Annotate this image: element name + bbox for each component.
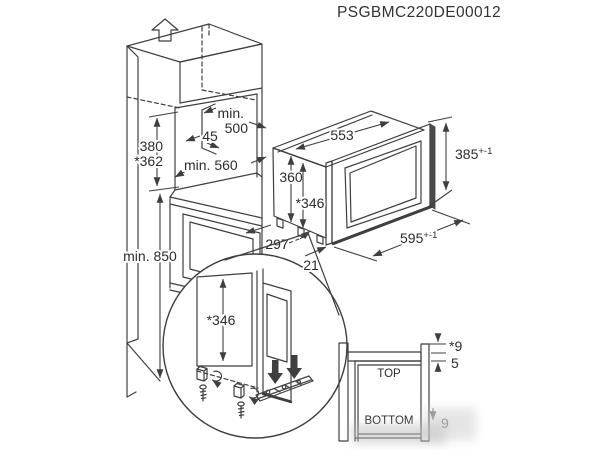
- dim-niche-height: 380: [140, 138, 164, 154]
- detail-leader-lines: [224, 230, 340, 316]
- section-appliance-body: [354, 360, 422, 442]
- dim-body-width: 553: [330, 127, 354, 143]
- press-down-arrow-icon: [267, 360, 283, 384]
- screw-left-icon: [199, 384, 207, 402]
- dim-niche-depth-line1: min.: [218, 105, 244, 121]
- dim-front-overhang: 21: [303, 257, 319, 273]
- dim-base-height: min. 850: [123, 248, 177, 264]
- detail-door-window: [266, 293, 288, 363]
- screw-right-icon: [237, 401, 245, 419]
- dim-front-height: 385+-1: [455, 146, 492, 162]
- mw-top-lip: [277, 114, 373, 153]
- oven-top-trim: [169, 196, 263, 289]
- mw-frame-side: [429, 123, 436, 210]
- cabinet-dimensions: min. 500 45 380 *362 min. 560 min. 850 2…: [121, 103, 305, 379]
- dim-body-height-alt: *346: [296, 195, 325, 211]
- extraction-arrow-icon: [151, 18, 179, 42]
- dim-niche-width: min. 560: [184, 157, 238, 173]
- detail-body-side: [196, 272, 253, 367]
- press-down-arrow-icon: [286, 355, 302, 379]
- mw-side-face: [272, 147, 327, 239]
- drawing-code: PSGBMC220DE00012: [337, 4, 501, 21]
- cabinet-left-panel: [126, 45, 139, 344]
- section-cabinet-top: [347, 351, 422, 362]
- dim-top-clearance: *9: [449, 338, 462, 354]
- spacer-block-left-icon: [196, 365, 223, 389]
- dim-panel-gap: 5: [451, 355, 459, 371]
- watermark-blur: [352, 408, 476, 444]
- dim-detail-height: *346: [207, 312, 236, 328]
- mounting-rail-icon: [255, 375, 314, 402]
- dim-front-width: 595+-1: [400, 230, 437, 246]
- dim-niche-height-alt: *362: [134, 153, 163, 169]
- rotate-arrow-icon: [211, 370, 223, 389]
- cabinet-base: [126, 338, 161, 398]
- niche-opening: [174, 87, 263, 311]
- detail-circle: [162, 253, 348, 439]
- cabinet-drawing: [126, 18, 263, 398]
- cabinet-top-face: [126, 23, 263, 63]
- mw-door-window-inner: [349, 145, 417, 223]
- dim-niche-depth-line2: 500: [225, 120, 249, 136]
- microwave-dimensions: 553 360 *346 385+-1 595+-1 21: [277, 116, 494, 275]
- dim-body-height: 360: [279, 169, 303, 185]
- cabinet-top-front: [179, 43, 263, 104]
- niche-floor: [169, 172, 263, 198]
- mw-door-window: [344, 140, 422, 229]
- mw-frame-edge: [325, 160, 333, 246]
- dim-front-depth: 297: [265, 236, 289, 252]
- section-cabinet-side: [338, 342, 349, 442]
- cabinet-hidden-edges: [126, 23, 257, 109]
- dim-rear-gap: 45: [202, 128, 218, 144]
- detail-circle-contents: [196, 268, 314, 419]
- section-top-label: TOP: [377, 368, 401, 380]
